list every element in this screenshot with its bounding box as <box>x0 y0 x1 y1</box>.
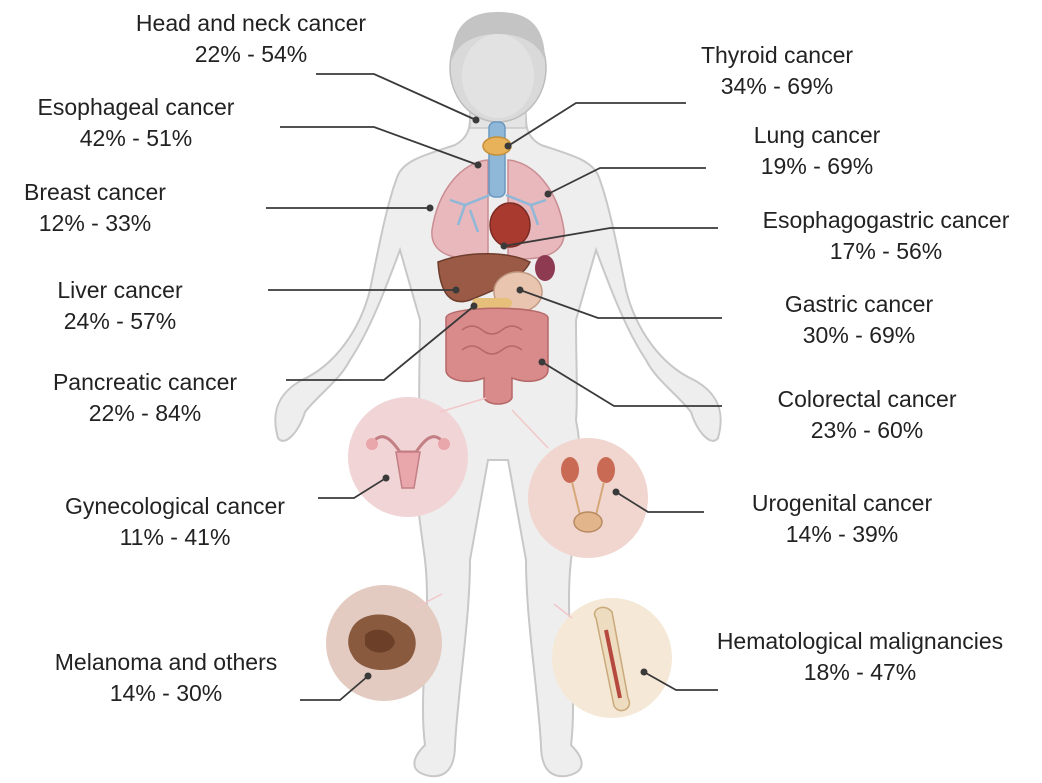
label-gastric: Gastric cancer 30% - 69% <box>754 289 964 351</box>
label-liver: Liver cancer 24% - 57% <box>30 275 210 337</box>
label-colorectal-range: 23% - 60% <box>742 415 992 446</box>
label-gastric-range: 30% - 69% <box>754 320 964 351</box>
label-urogenital-name: Urogenital cancer <box>722 488 962 519</box>
trachea <box>489 122 505 197</box>
label-colorectal-name: Colorectal cancer <box>742 384 992 415</box>
label-pancreatic: Pancreatic cancer 22% - 84% <box>30 367 260 429</box>
label-gynecological-name: Gynecological cancer <box>40 491 310 522</box>
label-esophagogastric-name: Esophagogastric cancer <box>736 205 1036 236</box>
label-gynecological-range: 11% - 41% <box>40 522 310 553</box>
label-lung: Lung cancer 19% - 69% <box>722 120 912 182</box>
label-breast-name: Breast cancer <box>0 177 190 208</box>
label-head-neck-name: Head and neck cancer <box>116 8 386 39</box>
label-esophageal-range: 42% - 51% <box>16 123 256 154</box>
heart <box>490 203 530 247</box>
label-head-neck: Head and neck cancer 22% - 54% <box>116 8 386 70</box>
label-breast: Breast cancer 12% - 33% <box>0 177 190 239</box>
label-gastric-name: Gastric cancer <box>754 289 964 320</box>
label-lung-name: Lung cancer <box>722 120 912 151</box>
kidney-bladder-icon <box>528 438 648 558</box>
label-colorectal: Colorectal cancer 23% - 60% <box>742 384 992 446</box>
face <box>462 34 534 118</box>
pancreas <box>472 298 512 308</box>
label-thyroid-name: Thyroid cancer <box>670 40 884 71</box>
label-pancreatic-name: Pancreatic cancer <box>30 367 260 398</box>
label-hematological-range: 18% - 47% <box>690 657 1030 688</box>
label-esophageal: Esophageal cancer 42% - 51% <box>16 92 256 154</box>
label-liver-range: 24% - 57% <box>30 306 210 337</box>
label-melanoma: Melanoma and others 14% - 30% <box>28 647 304 709</box>
label-gynecological: Gynecological cancer 11% - 41% <box>40 491 310 553</box>
label-pancreatic-range: 22% - 84% <box>30 398 260 429</box>
label-hematological: Hematological malignancies 18% - 47% <box>690 626 1030 688</box>
label-hematological-name: Hematological malignancies <box>690 626 1030 657</box>
label-head-neck-range: 22% - 54% <box>116 39 386 70</box>
uterus-icon <box>348 397 468 517</box>
label-esophageal-name: Esophageal cancer <box>16 92 256 123</box>
label-esophagogastric-range: 17% - 56% <box>736 236 1036 267</box>
label-thyroid-range: 34% - 69% <box>670 71 884 102</box>
label-thyroid: Thyroid cancer 34% - 69% <box>670 40 884 102</box>
label-urogenital-range: 14% - 39% <box>722 519 962 550</box>
label-urogenital: Urogenital cancer 14% - 39% <box>722 488 962 550</box>
label-liver-name: Liver cancer <box>30 275 210 306</box>
label-melanoma-name: Melanoma and others <box>28 647 304 678</box>
label-esophagogastric: Esophagogastric cancer 17% - 56% <box>736 205 1036 267</box>
label-melanoma-range: 14% - 30% <box>28 678 304 709</box>
label-lung-range: 19% - 69% <box>722 151 912 182</box>
label-breast-range: 12% - 33% <box>0 208 190 239</box>
spleen <box>535 255 555 281</box>
